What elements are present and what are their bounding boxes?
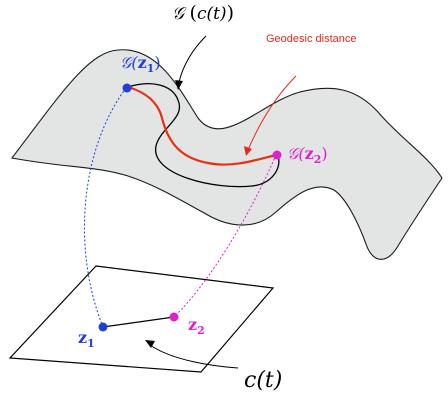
mapping-line-z1: [83, 87, 127, 328]
mapping-line-z2: [173, 154, 277, 318]
latent-plane: [8, 265, 275, 373]
manifold-surface: [11, 49, 443, 260]
point-g-z2: [272, 150, 282, 160]
label-z2: z2: [188, 315, 205, 337]
label-curve-image: 𝒢 (c(t)): [172, 2, 234, 24]
curve-image-on-manifold: [127, 83, 280, 188]
geodesic-path: [127, 85, 277, 166]
curve-label-arrow: [149, 344, 239, 369]
point-g-z1: [122, 83, 132, 93]
latent-curve: [102, 316, 175, 328]
point-z1: [98, 322, 108, 332]
annotation-arrow-geodesic: [247, 75, 297, 151]
label-g-z2: 𝒢(z2): [287, 144, 328, 166]
curve-image-arrowhead: [175, 80, 183, 90]
label-z1: z1: [78, 328, 95, 350]
curve-image-arrow: [178, 35, 207, 83]
point-z2: [169, 312, 179, 322]
curve-label-arrowhead: [145, 340, 155, 348]
label-g-z1: 𝒢(z1): [120, 53, 161, 75]
annotation-arrowhead-geodesic: [244, 146, 252, 156]
label-geodesic-distance: Geodesic distance: [266, 33, 357, 45]
label-curve: c(t): [244, 368, 283, 393]
